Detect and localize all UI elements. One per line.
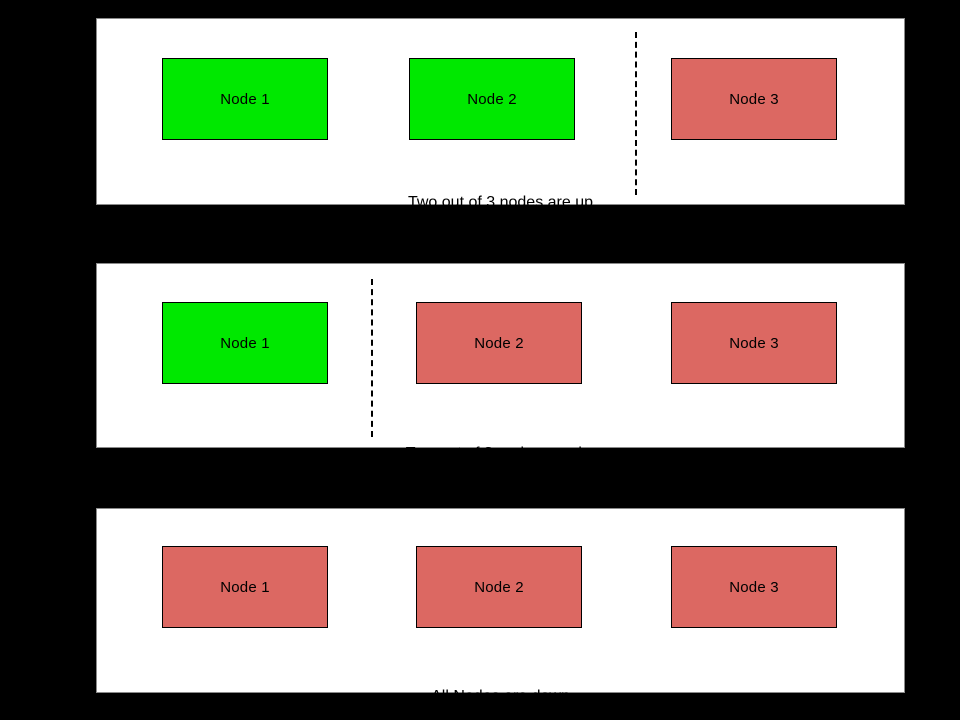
node-box: Node 3 — [671, 302, 837, 384]
scenario-panel-two-down: Node 1 Node 2 Node 3 Two out of 3 nodes … — [96, 263, 905, 528]
node-label: Node 1 — [220, 90, 270, 108]
scenario-panel-two-up: Node 1 Node 2 Node 3 Two out of 3 nodes … — [96, 18, 905, 277]
node-label: Node 3 — [729, 90, 779, 108]
scenario-panel-all-down: Node 1 Node 2 Node 3 All Nodes are down … — [96, 508, 905, 705]
node-label: Node 1 — [220, 334, 270, 352]
node-box: Node 2 — [416, 302, 582, 384]
node-box: Node 1 — [162, 58, 328, 140]
caption-line: Two out of 3 nodes are up — [407, 194, 593, 211]
node-label: Node 2 — [474, 334, 524, 352]
node-box: Node 3 — [671, 58, 837, 140]
caption-line: Two out of 3 nodes are down — [405, 445, 612, 462]
node-box: Node 1 — [162, 302, 328, 384]
node-label: Node 2 — [474, 578, 524, 596]
node-box: Node 1 — [162, 546, 328, 628]
node-box: Node 2 — [409, 58, 575, 140]
node-box: Node 2 — [416, 546, 582, 628]
node-label: Node 1 — [220, 578, 270, 596]
scenario-caption: All Nodes are down Majority Fails & Clus… — [97, 642, 904, 720]
node-label: Node 2 — [467, 90, 517, 108]
node-label: Node 3 — [729, 578, 779, 596]
node-box: Node 3 — [671, 546, 837, 628]
partition-divider-line — [371, 279, 373, 437]
partition-divider-line — [635, 32, 637, 195]
caption-line: All Nodes are down — [431, 688, 570, 705]
node-label: Node 3 — [729, 334, 779, 352]
